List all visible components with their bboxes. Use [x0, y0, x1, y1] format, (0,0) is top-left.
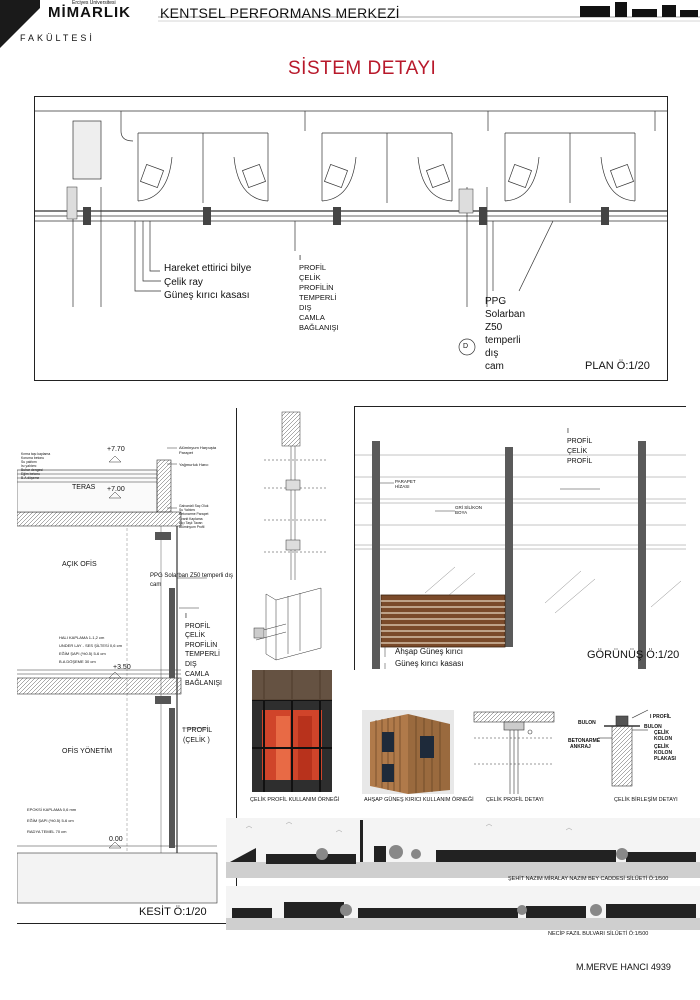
page-title: SİSTEM DETAYI — [288, 58, 437, 79]
silhouette-1 — [226, 818, 700, 878]
elevation-scale: GÖRÜNÜŞ Ö:1/20 — [587, 649, 680, 661]
elev-parapet: PARAPET HİZASI — [395, 479, 416, 489]
plan-label-rail: Çelik ray — [164, 277, 203, 288]
caption-joint-detail: ÇELİK BİRLEŞİM DETAYI — [614, 797, 678, 803]
photo-wood-shade — [362, 710, 454, 794]
plan-mullions — [66, 186, 609, 225]
section-i-profile-note: I PROFİL (ÇELİK ) — [183, 727, 213, 744]
joint-concrete: BETONARME — [568, 738, 601, 744]
silhouette-1-drawing — [226, 820, 700, 878]
joint-bolt-left: BULON — [578, 720, 596, 726]
steel-joint-drawing — [598, 709, 649, 787]
plan-label-box: Güneş kırıcı kasası — [164, 290, 250, 301]
level-700: +7.00 — [107, 486, 125, 493]
plan-glass-note: PPG Solarban Z50 temperli dış cam — [485, 296, 526, 372]
wooden-sunshade — [380, 594, 506, 648]
steel-profile-detail-drawing — [473, 711, 555, 794]
floor-layers: HALI KAPLAMA 1-1,2 cm UNDER LAY - SES Şİ… — [59, 635, 122, 664]
faculty-logo-sub: FAKÜLTESİ — [20, 33, 95, 43]
silhouette-2 — [226, 886, 700, 930]
photo-steel-profile — [252, 670, 332, 792]
level-000: 0.00 — [109, 836, 123, 843]
section-drawing — [17, 447, 218, 904]
room-teras: TERAS — [72, 484, 96, 491]
note-parapet: Parapet — [179, 450, 194, 455]
joint-bolt-right: BULON — [644, 724, 662, 730]
level-770: +7.70 — [107, 446, 125, 453]
silhouette-2-drawing — [226, 902, 700, 930]
joint-column-1: KOLON — [654, 736, 673, 742]
steel-profile-detail — [470, 708, 558, 796]
silhouette-2-caption: NECİP FAZIL BULVARI SİLÜETİ Ö:1/500 — [548, 931, 649, 937]
side-notes: Galvanizli Saç Oluk Su Yalıtımı Betonarm… — [179, 504, 209, 530]
joint-anchor: ANKRAJ — [570, 744, 591, 750]
building-icon — [580, 2, 698, 17]
office-module-3 — [504, 132, 636, 203]
office-module-1 — [137, 132, 269, 203]
steel-joint-detail: BULON I PROFİL BULON ÇELİK KOLON BETONAR… — [568, 704, 686, 796]
note-harpusta: Alüminyum Harpuşta — [179, 445, 217, 450]
section-mullions — [155, 532, 175, 848]
author: M.MERVE HANCI 4939 — [576, 962, 671, 972]
elev-box-label: Güneş kırıcı kasası — [395, 659, 464, 668]
steel-columns — [372, 441, 646, 669]
joint-column-2: KOLON — [654, 750, 673, 756]
elevation-drawing — [355, 441, 686, 669]
plan-drawing — [35, 110, 667, 356]
plan-scale: PLAN Ö:1/20 — [585, 360, 650, 372]
photo-wood-image — [362, 710, 454, 794]
silhouette-1-caption: ŞEHİT NAZIM MİRALAY NAZIM BEY CADDESİ Sİ… — [508, 876, 669, 882]
section-profile-note: I PROFİL ÇELİK PROFİLİN TEMPERLİ DIŞ CAM… — [185, 613, 222, 688]
chairs — [140, 164, 634, 188]
joint-i-profile: I PROFİL — [650, 714, 672, 720]
header-graphics — [0, 0, 700, 48]
plan-label-ball: Hareket ettirici bilye — [164, 263, 252, 274]
roof-layers: Kırma taşı kaplama Koruma betonu Su yalı… — [21, 452, 51, 480]
university-name: Erciyes Üniversitesi — [72, 0, 116, 6]
plan-profile-note: I PROFİL ÇELİK PROFİLİN TEMPERLİ DIŞ CAM… — [299, 253, 339, 332]
elev-profile-note: I PROFİL ÇELİK PROFİL — [567, 428, 593, 465]
elev-silicone: GRİ SİLİKON BOYA — [455, 505, 483, 515]
joint-steel-2: ÇELİK — [654, 744, 669, 750]
detail-sketches — [253, 411, 326, 661]
section-panel: +7.70 +7.00 +3.50 0.00 TERAS AÇIK OFİS O… — [17, 408, 237, 924]
caption-steel-detail: ÇELİK PROFİL DETAYI — [486, 797, 544, 803]
section-scale: KESİT Ö:1/20 — [139, 906, 207, 918]
caption-wood-example: AHŞAP GÜNEŞ KIRICI KULLANIM ÖRNEĞİ — [364, 797, 474, 803]
detail-marker: D — [463, 343, 469, 350]
level-350: +3.50 — [113, 664, 131, 671]
ground-layers: EPOKSİ KAPLAMA 0,6 mm EĞİM ŞAPI (%0.5) 5… — [27, 807, 77, 834]
middle-details — [246, 400, 346, 670]
joint-plate: PLAKASI — [654, 756, 676, 762]
logo-triangle — [0, 0, 40, 48]
photo-steel-image — [252, 670, 332, 792]
office-module-2 — [321, 132, 453, 203]
note-yagmurluk: Yağmurluk Harcı — [179, 462, 209, 467]
room-ofis-yonetim: OFİS YÖNETİM — [62, 748, 113, 755]
room-acik-ofis: AÇIK OFİS — [62, 561, 97, 568]
project-title: KENTSEL PERFORMANS MERKEZİ — [160, 5, 400, 21]
joint-steel-1: ÇELİK — [654, 730, 669, 736]
caption-steel-example: ÇELİK PROFİL KULLANIM ÖRNEĞİ — [250, 797, 340, 803]
faculty-logo-word: MİMARLIK — [48, 4, 131, 21]
elev-wood-label: Ahşap Güneş kırıcı — [395, 647, 464, 656]
section-glass-note: PPG Solarban Z50 temperli dış cam — [150, 573, 234, 588]
header: Erciyes Üniversitesi MİMARLIK FAKÜLTESİ … — [0, 0, 700, 60]
plan-panel: Hareket ettirici bilye Çelik ray Güneş k… — [34, 96, 668, 381]
elevation-panel: PARAPET HİZASI GRİ SİLİKON BOYA I PROFİL… — [354, 406, 686, 670]
